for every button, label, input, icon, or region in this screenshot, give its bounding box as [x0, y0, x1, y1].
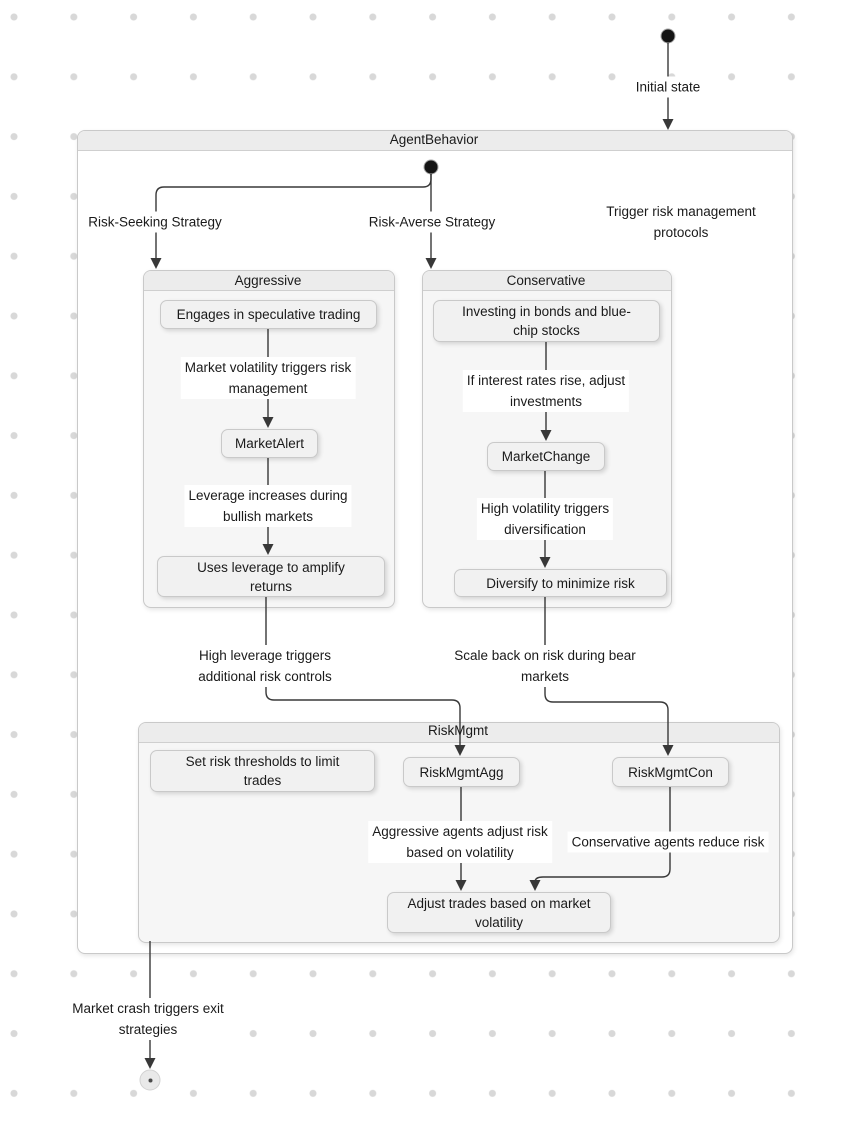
- inner-initial-state-dot: [424, 160, 438, 174]
- state-node-investing-bonds: Investing in bonds and blue-chip stocks: [433, 300, 660, 342]
- conservative-title: Conservative: [506, 273, 586, 288]
- final-state-icon: [139, 1069, 161, 1091]
- state-node-marketalert: MarketAlert: [221, 429, 318, 458]
- aggressive-title-bar: [144, 271, 394, 291]
- state-node-riskmgmtagg: RiskMgmtAgg: [403, 757, 520, 787]
- edge-label-risk-seeking: Risk-Seeking Strategy: [84, 211, 226, 233]
- edge-label-initial-state: Initial state: [631, 76, 705, 98]
- final-state-inner-dot: [148, 1078, 152, 1082]
- edge-label-con-reduce: Conservative agents reduce risk: [567, 831, 769, 853]
- riskmgmt-title: RiskMgmt: [428, 723, 488, 738]
- conservative-title-bar: [423, 271, 671, 291]
- state-node-engages-speculative-trading: Engages in speculative trading: [160, 300, 377, 329]
- state-node-marketchange: MarketChange: [487, 442, 605, 471]
- agentbehavior-title: AgentBehavior: [389, 132, 479, 147]
- agentbehavior-title-bar: [78, 131, 792, 151]
- edge-label-risk-averse: Risk-Averse Strategy: [364, 211, 500, 233]
- initial-state-dot: [661, 29, 675, 43]
- state-node-riskmgmtcon: RiskMgmtCon: [612, 757, 729, 787]
- state-node-diversify: Diversify to minimize risk: [454, 569, 667, 597]
- aggressive-title: Aggressive: [234, 273, 302, 288]
